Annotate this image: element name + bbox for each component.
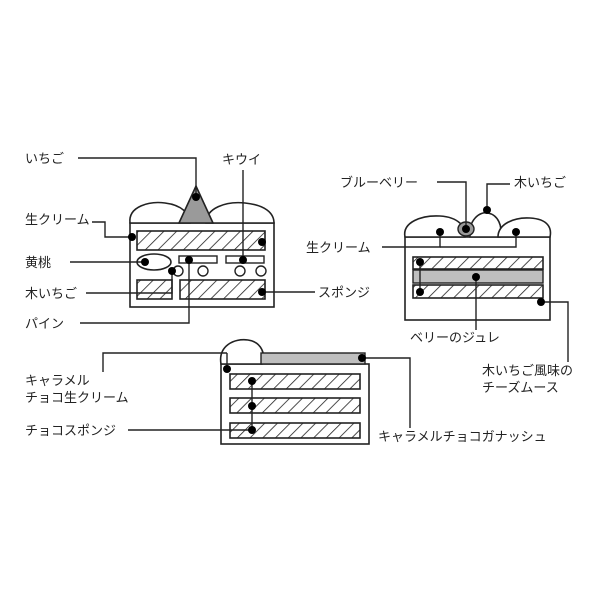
label-blueberry: ブルーベリー: [340, 175, 418, 191]
cake-1-cream-leader: [92, 221, 132, 238]
cake-3-dot-layer-3: [248, 426, 256, 434]
cake-2: ブルーベリー 木いちご 生クリーム ベリーのジュレ 木いちご風味の チーズムース: [306, 175, 573, 396]
label-raspberry-2: 木いちご: [514, 175, 566, 191]
cake-1-dot-cream-2: [258, 238, 266, 246]
label-fresh-cream-2: 生クリーム: [306, 241, 371, 256]
cake-2-dot-sponge-b: [416, 288, 424, 296]
cake-1-dot-raspberry: [168, 267, 176, 275]
cake-1-sponge-bottom-right: [179, 279, 266, 300]
cake-1-dot-strawberry: [192, 193, 200, 201]
label-strawberry: いちご: [25, 151, 64, 167]
cake-2-dot-cream-a: [436, 228, 444, 236]
cake-3: キャラメル チョコ生クリーム チョコスポンジ キャラメルチョコガナッシュ: [25, 338, 547, 445]
cake-1-raspberry-b: [197, 265, 209, 277]
cake-2-dot-cream-b: [512, 228, 520, 236]
cake-1-pineapple: [178, 255, 218, 264]
label-caramel-cream-line1: キャラメル: [25, 374, 90, 389]
cake-1: いちご キウイ 生クリーム 黄桃 木いちご スポンジ パイン: [25, 151, 370, 332]
cake-3-sponge-1: [229, 373, 361, 390]
cake-1-raspberry-leader: [86, 273, 173, 294]
cake-3-ganache: [260, 352, 366, 365]
cake-1-strawberry-leader: [78, 157, 197, 197]
label-sponge: スポンジ: [318, 286, 370, 301]
label-mousse-line1: 木いちご風味の: [482, 363, 573, 379]
cake-2-dot-mousse: [537, 298, 545, 306]
cake-1-cream-right: [205, 201, 275, 224]
label-mousse-line2: チーズムース: [482, 380, 559, 396]
cake-2-dot-jelly: [472, 273, 480, 281]
cake-1-dot-kiwi: [239, 256, 247, 264]
cake-2-cream-leader-2: [440, 232, 517, 248]
cake-1-strawberry: [177, 184, 215, 224]
cake-2-dot-sponge-a: [416, 258, 424, 266]
cake-3-dot-cream: [223, 365, 231, 373]
label-ganache: キャラメルチョコガナッシュ: [378, 430, 547, 445]
cake-3-dot-layer-2: [248, 402, 256, 410]
cake-2-cream-left: [404, 215, 467, 238]
cake-3-dot-layer-1: [248, 377, 256, 385]
label-fresh-cream-1: 生クリーム: [25, 213, 90, 228]
cake-3-ganache-leader: [362, 357, 411, 428]
cake-2-dot-raspberry: [483, 206, 491, 214]
cake-2-mousse-leader: [541, 301, 569, 362]
label-pineapple: パイン: [25, 317, 64, 332]
cake-1-dot-pineapple: [185, 256, 193, 264]
cake-1-raspberry-c: [234, 265, 246, 277]
cake-2-cream-mid: [469, 211, 502, 238]
cake-1-pineapple-leader: [80, 260, 190, 324]
cake-1-raspberry-d: [255, 265, 267, 277]
cake-2-dot-blueberry: [462, 225, 470, 233]
cake-2-sponge-top: [412, 256, 544, 270]
cake-3-cream-leader: [102, 352, 227, 372]
label-kiwi: キウイ: [222, 153, 261, 168]
cake-1-sponge-bottom-left: [136, 279, 173, 300]
cake-1-dot-sponge: [258, 288, 266, 296]
label-choco-sponge: チョコスポンジ: [25, 424, 116, 439]
label-yellow-peach: 黄桃: [25, 256, 51, 271]
label-raspberry-1: 木いちご: [25, 286, 77, 302]
label-caramel-cream-line2: チョコ生クリーム: [25, 391, 129, 406]
cake-1-sponge-top: [136, 230, 266, 251]
cake-2-cream-right: [497, 217, 552, 238]
cake-3-dot-ganache: [358, 354, 366, 362]
cake-1-dot-cream: [128, 233, 136, 241]
cake-2-raspberry-leader: [486, 183, 510, 210]
cake-3-sponge-2: [229, 397, 361, 414]
label-berry-jelly: ベリーのジュレ: [410, 331, 500, 346]
cake-1-dot-peach: [141, 258, 149, 266]
cake-2-sponge-bottom: [412, 284, 544, 299]
cake-2-blueberry-leader: [437, 181, 467, 229]
